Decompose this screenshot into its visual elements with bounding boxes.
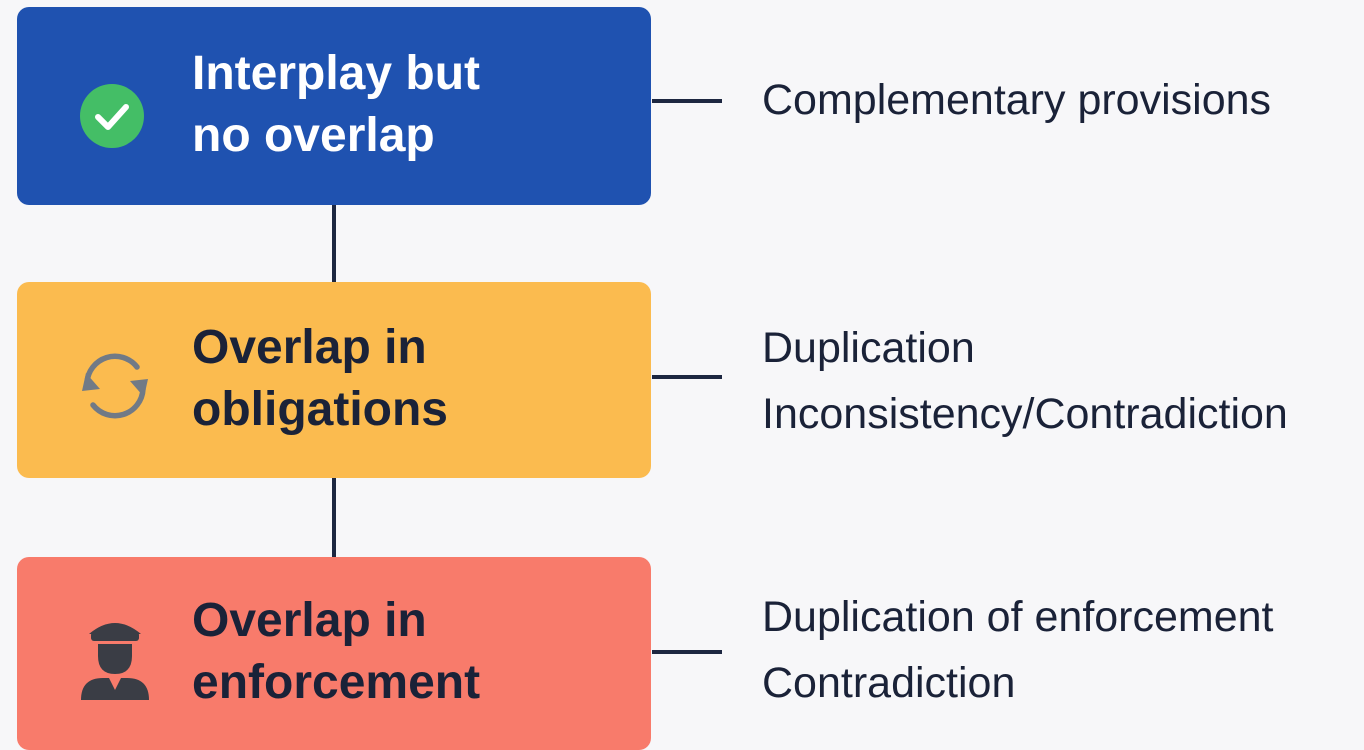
notes-interplay-no-overlap: Complementary provisions xyxy=(762,67,1271,133)
vertical-connector-1 xyxy=(332,205,336,285)
notes-overlap-obligations: Duplication Inconsistency/Contradiction xyxy=(762,315,1288,447)
refresh-arrows-icon xyxy=(75,345,155,425)
note-duplication-of-enforcement: Duplication of enforcement xyxy=(762,593,1274,641)
horizontal-connector-1 xyxy=(652,99,722,103)
note-contradiction: Contradiction xyxy=(762,659,1016,707)
box-overlap-obligations: Overlap in obligations xyxy=(17,282,651,478)
note-inconsistency-contradiction: Inconsistency/Contradiction xyxy=(762,390,1288,438)
box-title: Overlap in obligations xyxy=(192,321,448,436)
horizontal-connector-3 xyxy=(652,650,722,654)
note-duplication: Duplication xyxy=(762,324,975,372)
notes-overlap-enforcement: Duplication of enforcement Contradiction xyxy=(762,584,1274,716)
box-interplay-no-overlap: Interplay but no overlap xyxy=(17,7,651,205)
horizontal-connector-2 xyxy=(652,375,722,379)
vertical-connector-2 xyxy=(332,478,336,558)
box-title: Overlap in enforcement xyxy=(192,594,481,709)
note-complementary-provisions: Complementary provisions xyxy=(762,76,1272,124)
box-overlap-enforcement: Overlap in enforcement xyxy=(17,557,651,750)
police-officer-icon xyxy=(79,612,151,700)
box-title: Interplay but no overlap xyxy=(192,47,481,162)
check-circle-icon xyxy=(79,83,145,149)
